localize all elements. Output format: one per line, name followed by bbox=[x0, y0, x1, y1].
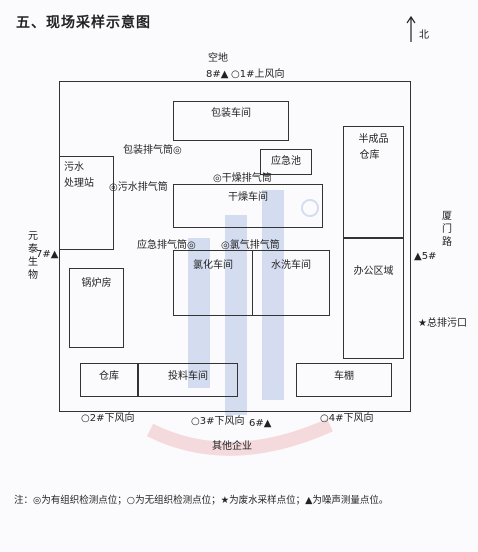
bicycle-shed: 车棚 bbox=[296, 363, 392, 397]
emergency-pool-label: 应急池 bbox=[271, 156, 301, 167]
noise-point-6: 6#▲ bbox=[249, 418, 272, 429]
semi-finished-label-2: 仓库 bbox=[359, 150, 380, 161]
drying-workshop: 干燥车间 bbox=[173, 184, 323, 228]
chlorination-workshop: 氯化车间 bbox=[173, 250, 253, 316]
office-area: 办公区域 bbox=[343, 238, 404, 359]
downwind-point-2: ○2#下风向 bbox=[81, 413, 135, 424]
warehouse-label: 仓库 bbox=[99, 371, 119, 382]
page-title: 五、现场采样示意图 bbox=[16, 15, 151, 31]
downwind-point-4: ○4#下风向 bbox=[320, 413, 374, 424]
wastewater-outfall-point: ★总排污口 bbox=[418, 318, 467, 329]
bicycle-shed-label: 车棚 bbox=[334, 371, 354, 382]
semi-finished-label-1: 半成品 bbox=[358, 134, 389, 145]
emergency-stack-point: 应急排气筒◎ bbox=[137, 240, 196, 251]
packaging-workshop-label: 包装车间 bbox=[211, 108, 251, 119]
semi-finished-warehouse: 半成品 仓库 bbox=[343, 126, 404, 238]
boiler-room-label: 锅炉房 bbox=[81, 278, 112, 289]
upwind-point-1: ○1#上风向 bbox=[231, 69, 285, 80]
top-surrounding-label: 空地 bbox=[208, 53, 228, 64]
office-area-label: 办公区域 bbox=[353, 266, 394, 277]
feeding-workshop-label: 投料车间 bbox=[168, 371, 208, 382]
north-label: 北 bbox=[419, 30, 429, 41]
noise-point-5: ▲5# bbox=[414, 251, 437, 262]
boiler-room: 锅炉房 bbox=[69, 268, 124, 348]
noise-point-7: 7#▲ bbox=[36, 249, 59, 260]
chlorine-stack-point: ◎氯气排气筒 bbox=[221, 240, 280, 251]
left-surrounding-label: 元泰生物 bbox=[28, 231, 38, 281]
chlorination-workshop-label: 氯化车间 bbox=[193, 260, 233, 271]
washing-workshop-label: 水洗车间 bbox=[271, 260, 311, 271]
north-arrow-icon bbox=[406, 15, 416, 42]
warehouse: 仓库 bbox=[80, 363, 138, 397]
drying-stack-point: ◎干燥排气筒 bbox=[213, 173, 272, 184]
sewage-label-2: 处理站 bbox=[64, 178, 94, 189]
downwind-point-3: ○3#下风向 bbox=[191, 416, 245, 427]
drying-workshop-label: 干燥车间 bbox=[228, 192, 268, 203]
bottom-surrounding-label: 其他企业 bbox=[212, 441, 252, 452]
right-surrounding-label: 厦门路 bbox=[442, 211, 452, 248]
sewage-stack-point: ◎污水排气筒 bbox=[109, 182, 168, 193]
packaging-stack-point: 包装排气筒◎ bbox=[123, 145, 182, 156]
sewage-treatment-station: 污水 处理站 bbox=[59, 156, 114, 250]
legend-note: 注：◎为有组织检测点位；○为无组织检测点位；★为废水采样点位；▲为噪声测量点位。 bbox=[14, 495, 389, 506]
sewage-label-1: 污水 bbox=[64, 162, 84, 173]
feeding-workshop: 投料车间 bbox=[138, 363, 238, 397]
emergency-pool: 应急池 bbox=[260, 149, 312, 175]
noise-point-8: 8#▲ bbox=[206, 69, 229, 80]
washing-workshop: 水洗车间 bbox=[252, 250, 330, 316]
packaging-workshop: 包装车间 bbox=[173, 101, 289, 141]
